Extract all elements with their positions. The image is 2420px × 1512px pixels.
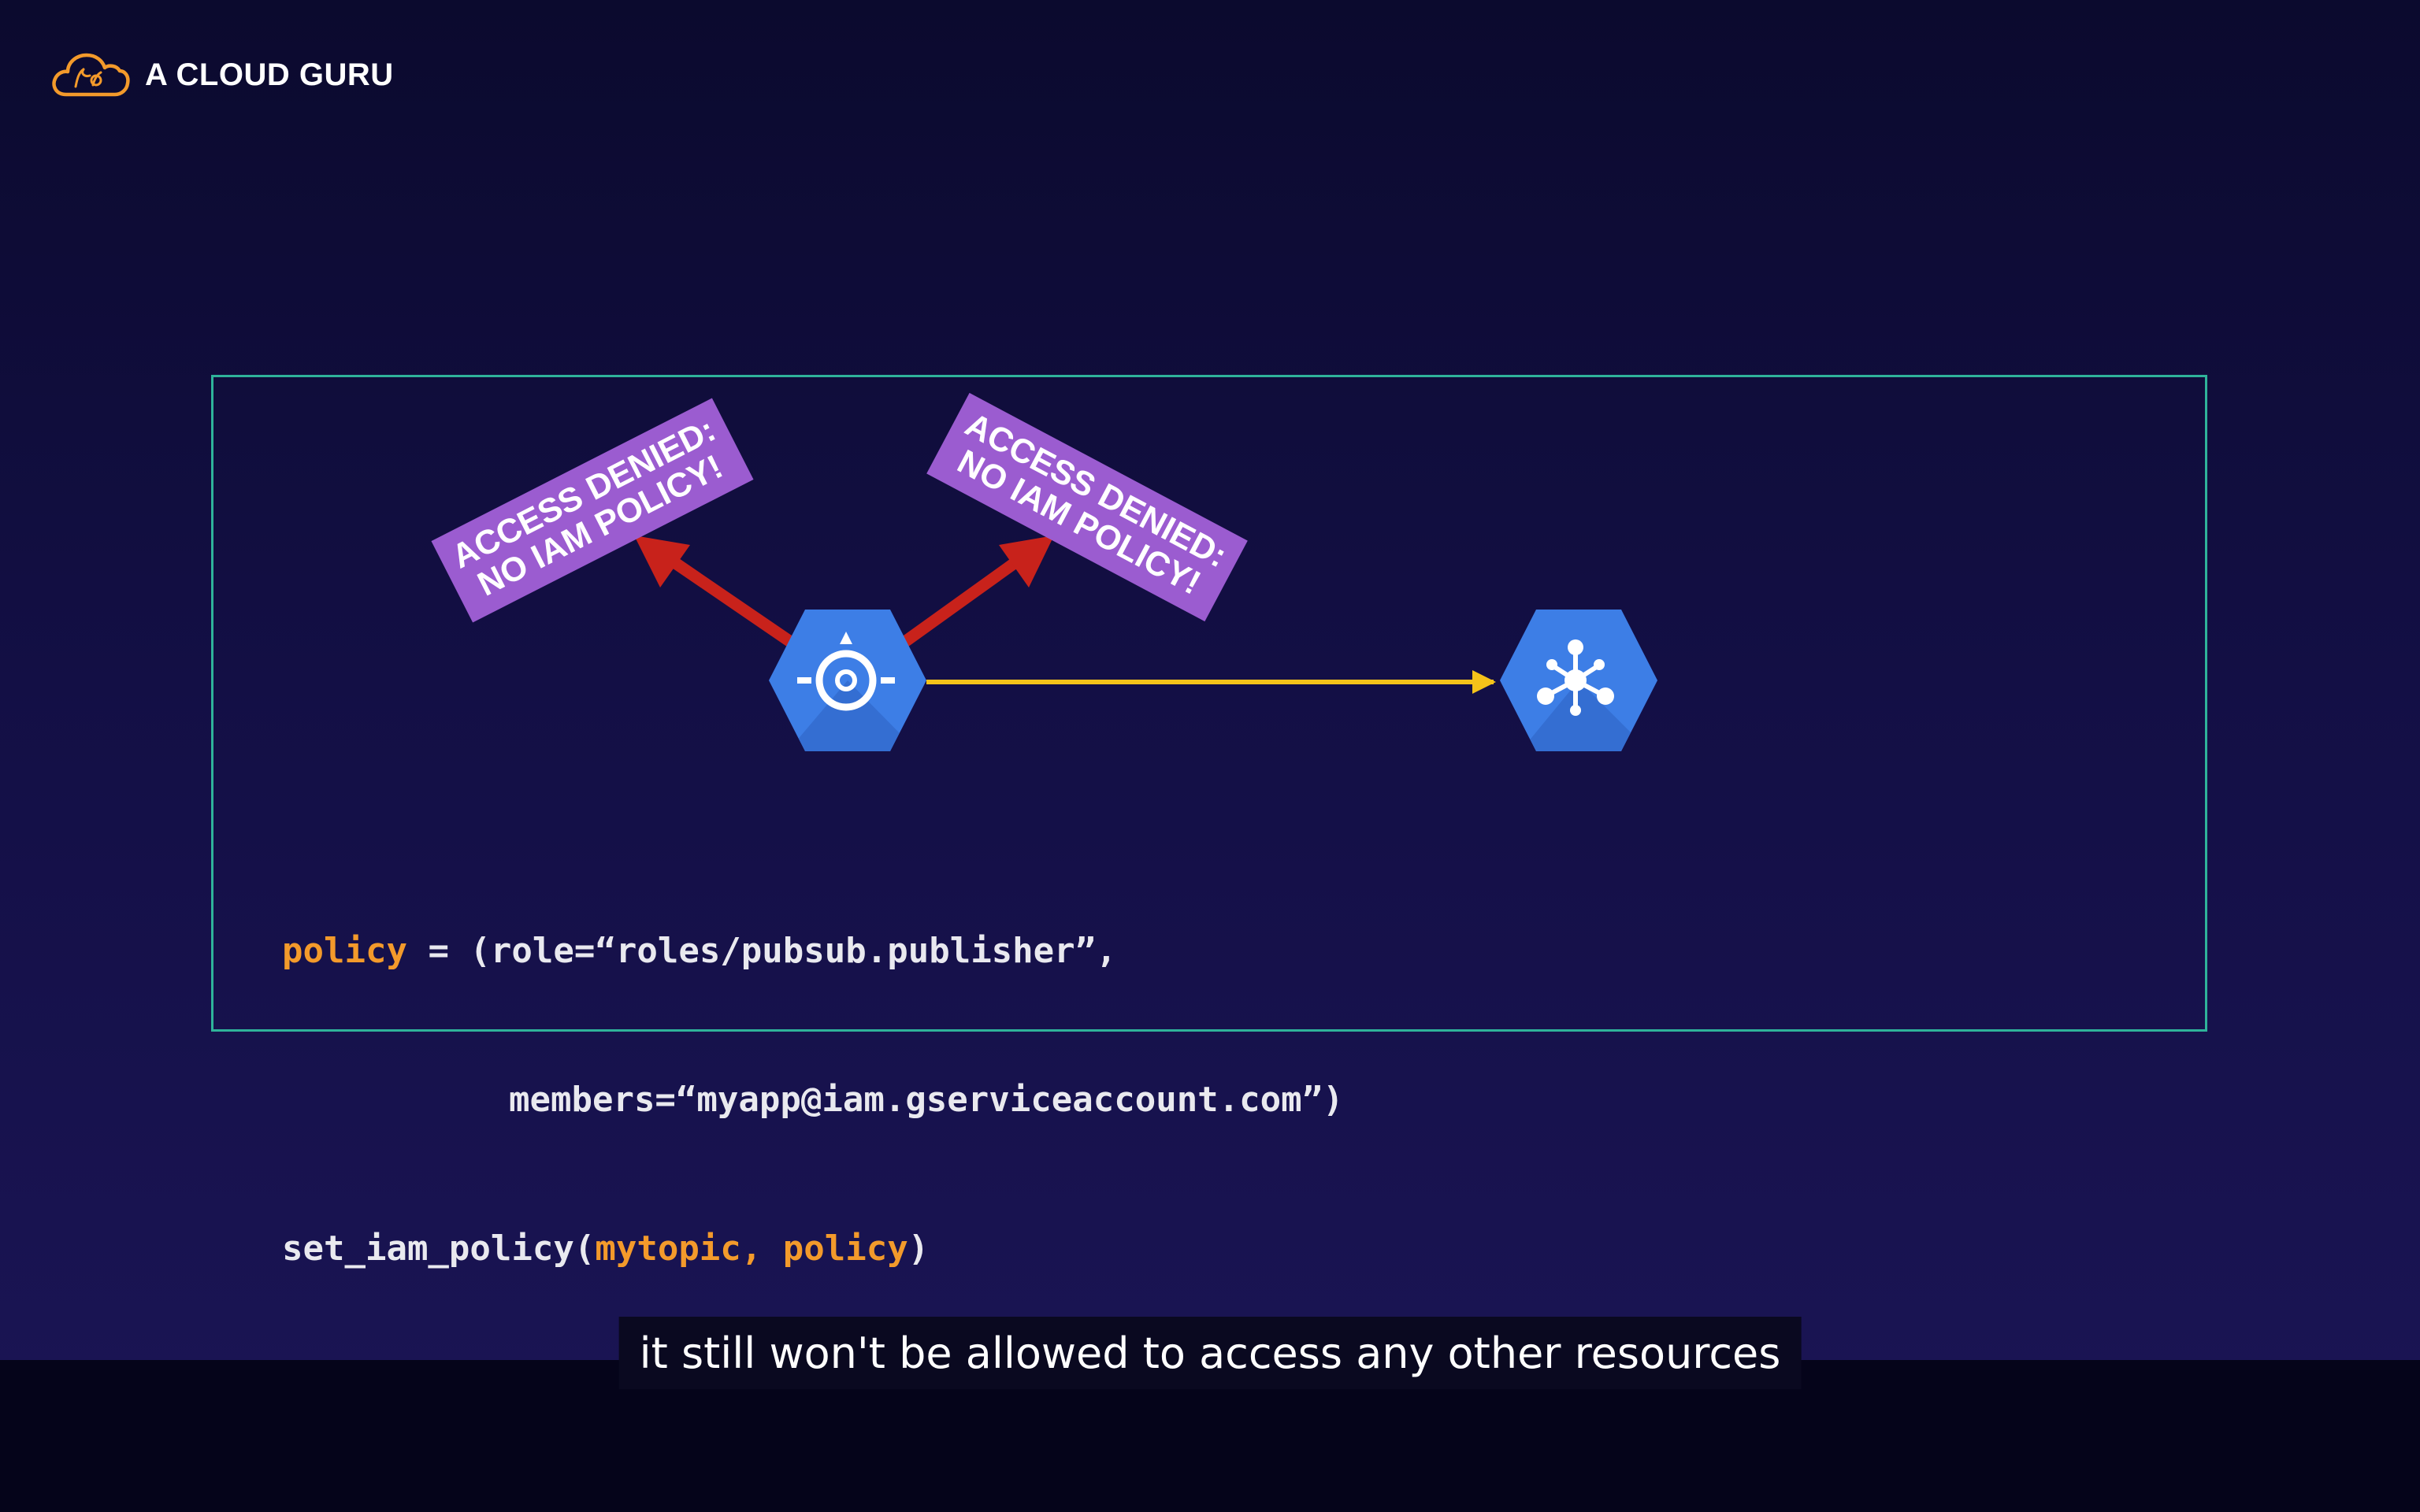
code-line-3-args: mytopic, policy: [595, 1228, 908, 1269]
code-line-3: set_iam_policy(mytopic, policy): [282, 1224, 1344, 1273]
diagram-frame: [211, 375, 2207, 1032]
code-line-2-text: members=“myapp@iam.gserviceaccount.com”): [509, 1080, 1344, 1120]
brand-name: A CLOUD GURU: [145, 57, 394, 92]
code-keyword-policy: policy: [282, 931, 407, 971]
code-line-3-start: set_iam_policy(: [282, 1228, 596, 1269]
code-line-3-end: ): [908, 1228, 930, 1269]
brand-logo: A CLOUD GURU: [49, 46, 394, 104]
subtitle-caption: it still won't be allowed to access any …: [618, 1317, 1802, 1389]
cloud-logo-icon: [52, 53, 130, 97]
code-line-1: policy = (role=“roles/pubsub.publisher”,: [282, 926, 1344, 976]
code-snippet: policy = (role=“roles/pubsub.publisher”,…: [282, 827, 1344, 1323]
code-line-2: members=“myapp@iam.gserviceaccount.com”): [282, 1075, 1344, 1125]
code-line-1-rest: = (role=“roles/pubsub.publisher”,: [406, 931, 1117, 971]
